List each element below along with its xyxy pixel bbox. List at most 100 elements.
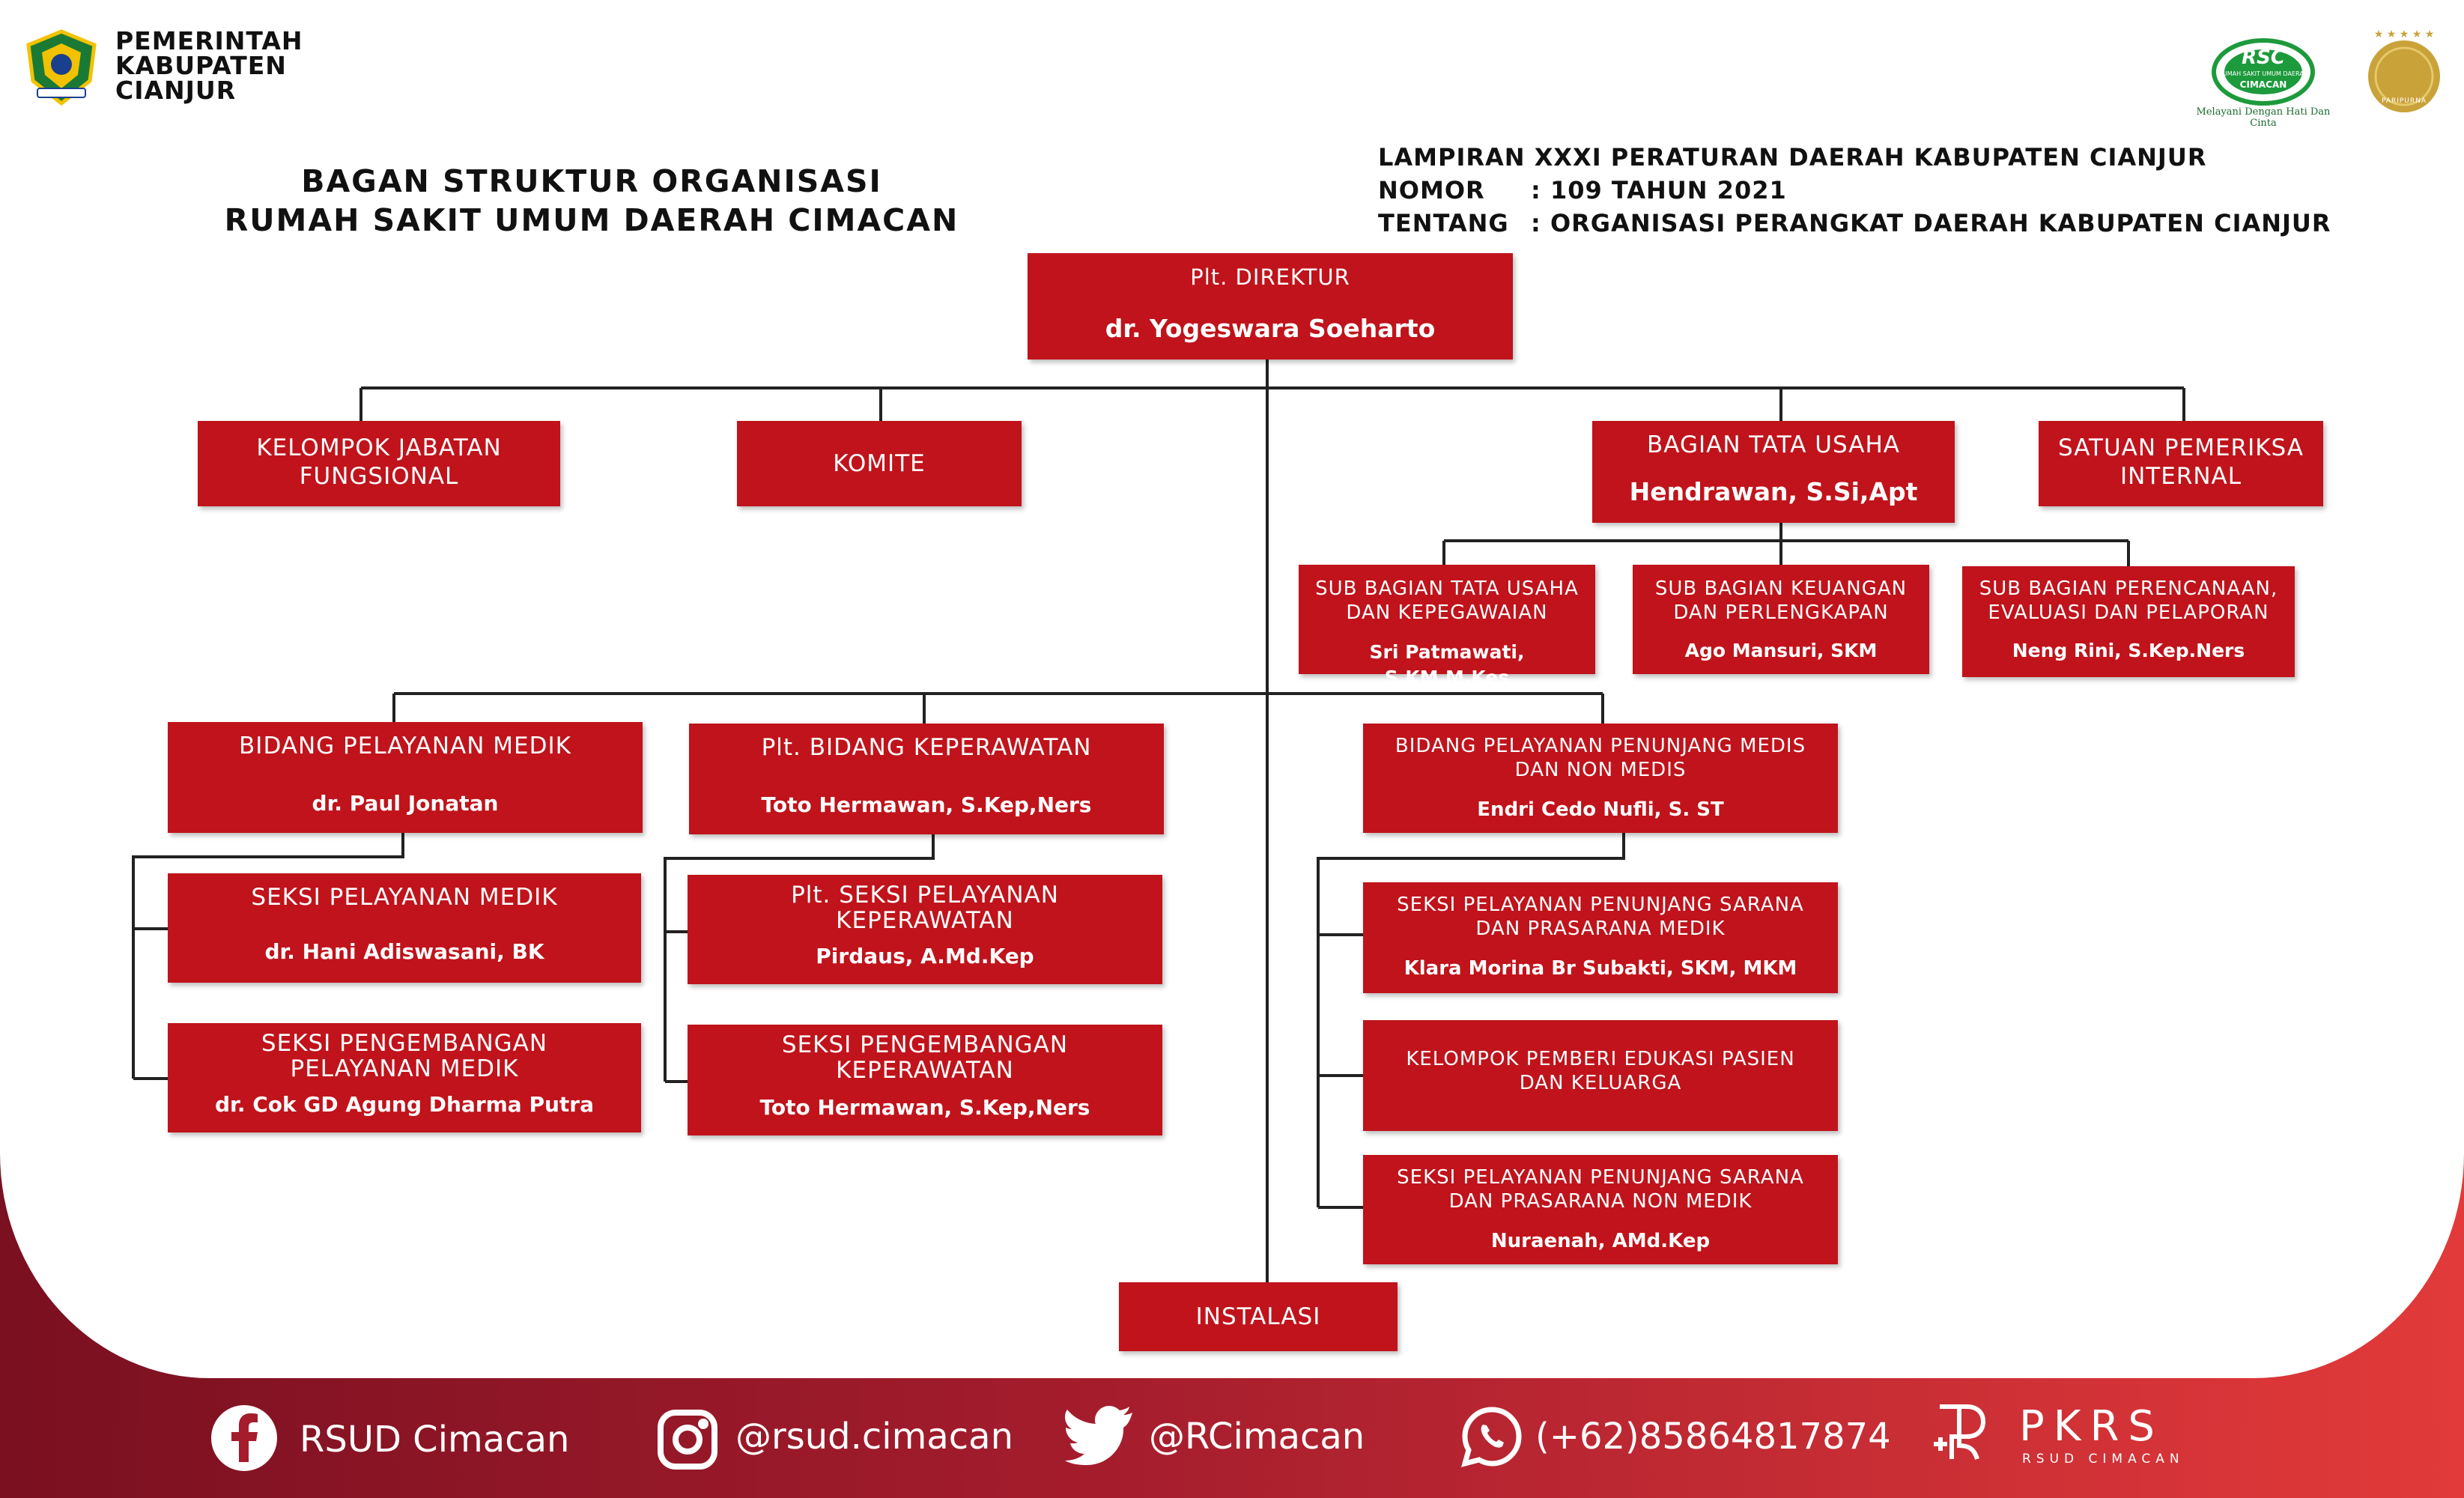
sek-pennon-title-2: DAN PRASARANA NON MEDIK xyxy=(1448,1190,1753,1213)
spi-title-2: INTERNAL xyxy=(2119,463,2242,490)
rsc-logo-text: RSC xyxy=(2242,46,2285,69)
cianjur-emblem-icon xyxy=(26,29,97,106)
box-sub-bagian-perencanaan: SUB BAGIAN PERENCANAAN, EVALUASI DAN PEL… xyxy=(1962,566,2295,677)
whatsapp-icon xyxy=(1460,1407,1522,1467)
content-area xyxy=(0,0,2464,1378)
box-bagian-tata-usaha: BAGIAN TATA USAHA Hendrawan, S.Si,Apt xyxy=(1592,421,1955,523)
bid-pen-title-2: DAN NON MEDIS xyxy=(1514,759,1687,781)
pkrs-title: PKRS xyxy=(2019,1402,2164,1451)
box-seksi-pelayanan-medik: SEKSI PELAYANAN MEDIK dr. Hani Adiswasan… xyxy=(168,873,641,983)
box-bidang-keperawatan: Plt. BIDANG KEPERAWATAN Toto Hermawan, S… xyxy=(689,724,1164,834)
sek-pennon-name: Nuraenah, AMd.Kep xyxy=(1490,1230,1711,1252)
rsc-tagline: Melayani Dengan Hati Dan Cinta xyxy=(2196,106,2331,129)
svg-text:★ ★ ★ ★ ★: ★ ★ ★ ★ ★ xyxy=(2374,28,2435,40)
box-sub-bagian-keuangan: SUB BAGIAN KEUANGAN DAN PERLENGKAPAN Ago… xyxy=(1633,565,1929,674)
bid-kep-title: Plt. BIDANG KEPERAWATAN xyxy=(761,734,1092,761)
box-seksi-pelayanan-keperawatan: Plt. SEKSI PELAYANAN KEPERAWATAN Pirdaus… xyxy=(688,875,1162,984)
box-seksi-pengembangan-medik: SEKSI PENGEMBANGAN PELAYANAN MEDIK dr. C… xyxy=(168,1023,641,1132)
whatsapp-number[interactable]: (+62)85864817874 xyxy=(1535,1416,1891,1458)
sub-keu-title-2: DAN PERLENGKAPAN xyxy=(1673,601,1889,624)
title-line-1: BAGAN STRUKTUR ORGANISASI xyxy=(301,163,882,199)
rsc-logo-small: RUMAH SAKIT UMUM DAERAH xyxy=(2218,70,2308,77)
sek-kep-title-1: Plt. SEKSI PELAYANAN xyxy=(791,882,1059,909)
kjf-title-2: FUNGSIONAL xyxy=(299,463,459,490)
sek-pengkep-title-2: KEPERAWATAN xyxy=(836,1057,1014,1084)
box-seksi-penunjang-non-medik: SEKSI PELAYANAN PENUNJANG SARANA DAN PRA… xyxy=(1363,1155,1838,1264)
title-line-2: RUMAH SAKIT UMUM DAERAH CIMACAN xyxy=(224,202,959,238)
spi-title-1: SATUAN PEMERIKSA xyxy=(2057,434,2304,461)
kjf-title-1: KELOMPOK JABATAN xyxy=(256,434,502,461)
box-direktur: Plt. DIREKTUR dr. Yogeswara Soeharto xyxy=(1028,253,1513,360)
bid-medik-name: dr. Paul Jonatan xyxy=(312,791,499,816)
sek-penmed-title-1: SEKSI PELAYANAN PENUNJANG SARANA xyxy=(1397,894,1804,916)
box-seksi-pengembangan-keperawatan: SEKSI PENGEMBANGAN KEPERAWATAN Toto Herm… xyxy=(688,1025,1162,1135)
paripurna-badge: ★ ★ ★ ★ ★ PARIPURNA xyxy=(2362,27,2446,114)
instagram-icon xyxy=(658,1410,717,1470)
box-instalasi: INSTALASI xyxy=(1119,1282,1398,1351)
sek-kep-name: Pirdaus, A.Md.Kep xyxy=(816,944,1034,968)
sek-pengkep-name: Toto Hermawan, S.Kep,Ners xyxy=(759,1095,1090,1120)
sek-penmed-name: Klara Morina Br Subakti, SKM, MKM xyxy=(1404,957,1797,980)
sek-pengmed-name: dr. Cok GD Agung Dharma Putra xyxy=(215,1092,594,1117)
gov-line-1: PEMERINTAH xyxy=(115,26,303,55)
tentang-label: TENTANG xyxy=(1378,209,1509,237)
tentang-value: : ORGANISASI PERANGKAT DAERAH KABUPATEN … xyxy=(1531,209,2331,237)
box-kelompok-jabatan-fungsional: KELOMPOK JABATAN FUNGSIONAL xyxy=(198,421,560,506)
whatsapp-link[interactable] xyxy=(1460,1405,1523,1468)
box-bidang-pelayanan-medik: BIDANG PELAYANAN MEDIK dr. Paul Jonatan xyxy=(168,722,643,833)
kel-edu-title-2: DAN KELUARGA xyxy=(1519,1072,1682,1094)
sek-med-name: dr. Hani Adiswasani, BK xyxy=(264,939,544,964)
bid-medik-title: BIDANG PELAYANAN MEDIK xyxy=(239,733,571,759)
sub-ren-title-2: EVALUASI DAN PELAPORAN xyxy=(1988,601,2269,624)
sek-kep-title-2: KEPERAWATAN xyxy=(836,907,1014,934)
kel-edu-title-1: KELOMPOK PEMBERI EDUKASI PASIEN xyxy=(1406,1048,1795,1070)
twitter-icon xyxy=(1065,1406,1132,1465)
tata-usaha-title: BAGIAN TATA USAHA xyxy=(1647,431,1900,458)
chart-title: BAGAN STRUKTUR ORGANISASI RUMAH SAKIT UM… xyxy=(150,162,1034,240)
sub-tu-title-1: SUB BAGIAN TATA USAHA xyxy=(1315,577,1579,600)
lampiran-text: LAMPIRAN XXXI PERATURAN DAERAH KABUPATEN… xyxy=(1378,143,2207,172)
sub-tu-name: Sri Patmawati, S.KM,M.Kes xyxy=(1369,641,1525,688)
facebook-handle[interactable]: RSUD Cimacan xyxy=(300,1419,570,1461)
facebook-icon xyxy=(211,1405,277,1471)
rsc-logo: RSC RUMAH SAKIT UMUM DAERAH CIMACAN xyxy=(2211,37,2316,106)
sek-pengkep-title-1: SEKSI PENGEMBANGAN xyxy=(781,1031,1069,1058)
twitter-handle[interactable]: @RCimacan xyxy=(1149,1416,1365,1458)
twitter-link[interactable] xyxy=(1065,1405,1134,1465)
gov-line-3: CIANJUR xyxy=(115,76,237,105)
sek-penmed-title-2: DAN PRASARANA MEDIK xyxy=(1475,918,1726,940)
rsc-logo-name: CIMACAN xyxy=(2239,79,2287,90)
box-komite: KOMITE xyxy=(737,421,1022,506)
bid-pen-name: Endri Cedo Nufli, S. ST xyxy=(1477,798,1724,821)
direktur-title: Plt. DIREKTUR xyxy=(1190,264,1350,290)
box-kelompok-pemberi-edukasi: KELOMPOK PEMBERI EDUKASI PASIEN DAN KELU… xyxy=(1363,1020,1838,1131)
bid-pen-title-1: BIDANG PELAYANAN PENUNJANG MEDIS xyxy=(1395,735,1806,757)
government-name: PEMERINTAH KABUPATEN CIANJUR xyxy=(115,28,303,103)
instagram-link[interactable] xyxy=(656,1408,719,1471)
gov-line-2: KABUPATEN xyxy=(115,51,287,80)
nomor-value: : 109 TAHUN 2021 xyxy=(1531,176,1787,204)
box-sub-bagian-tata-usaha: SUB BAGIAN TATA USAHA DAN KEPEGAWAIAN Sr… xyxy=(1299,565,1595,688)
paripurna-text: PARIPURNA xyxy=(2381,97,2427,105)
tata-usaha-name: Hendrawan, S.Si,Apt xyxy=(1629,477,1918,506)
komite-title: KOMITE xyxy=(833,450,926,477)
sek-pengmed-title-2: PELAYANAN MEDIK xyxy=(290,1055,519,1082)
sek-med-title: SEKSI PELAYANAN MEDIK xyxy=(251,884,558,911)
sub-ren-title-1: SUB BAGIAN PERENCANAAN, xyxy=(1979,577,2278,600)
direktur-name: dr. Yogeswara Soeharto xyxy=(1105,314,1436,343)
sub-tu-title-2: DAN KEPEGAWAIAN xyxy=(1346,601,1548,624)
box-seksi-penunjang-medik: SEKSI PELAYANAN PENUNJANG SARANA DAN PRA… xyxy=(1363,882,1838,993)
bid-kep-name: Toto Hermawan, S.Kep,Ners xyxy=(761,792,1092,817)
box-bidang-penunjang: BIDANG PELAYANAN PENUNJANG MEDIS DAN NON… xyxy=(1363,724,1838,833)
sek-pengmed-title-1: SEKSI PENGEMBANGAN xyxy=(261,1030,548,1057)
nomor-label: NOMOR xyxy=(1378,176,1485,204)
facebook-link[interactable] xyxy=(210,1404,279,1473)
sub-keu-title-1: SUB BAGIAN KEUANGAN xyxy=(1654,577,1908,600)
instalasi-title: INSTALASI xyxy=(1195,1303,1321,1330)
sek-pennon-title-1: SEKSI PELAYANAN PENUNJANG SARANA xyxy=(1397,1166,1804,1189)
pkrs-logo-icon xyxy=(1929,1399,2004,1468)
pkrs-subtitle: RSUD CIMACAN xyxy=(2022,1452,2185,1467)
regulation-reference: LAMPIRAN XXXI PERATURAN DAERAH KABUPATEN… xyxy=(1378,141,2331,240)
instagram-handle[interactable]: @rsud.cimacan xyxy=(735,1416,1014,1458)
sub-ren-name: Neng Rini, S.Kep.Ners xyxy=(2012,640,2245,661)
